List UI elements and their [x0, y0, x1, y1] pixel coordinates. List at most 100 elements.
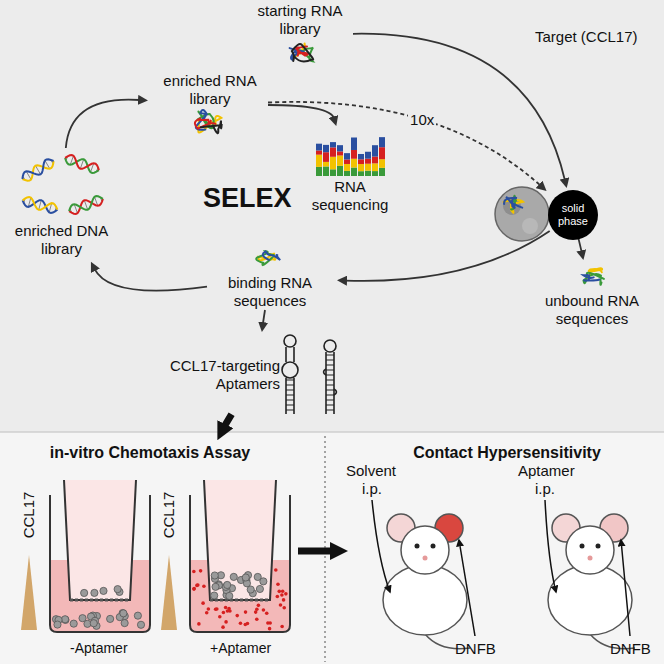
sequence-bar: [351, 159, 357, 168]
sequence-bar: [337, 145, 343, 151]
sequence-bar: [344, 164, 350, 171]
library-label: starting RNA library: [245, 2, 355, 68]
sequence-bar: [351, 150, 357, 159]
base-pair: [326, 405, 334, 406]
node-text: solid phase: [548, 202, 598, 228]
sequence-bar: [323, 166, 329, 176]
aptamer-dot: [262, 608, 266, 612]
mouse: [548, 514, 635, 649]
sequence-bar: [323, 145, 329, 152]
dna-helix: [20, 157, 56, 184]
cell: [120, 610, 127, 617]
sequence-bar: [344, 153, 350, 159]
injection-arrow: [372, 500, 390, 592]
cell: [91, 589, 98, 596]
aptamer-dot: [257, 604, 261, 608]
node-text: enriched DNA library: [4, 222, 119, 258]
rna-strand: [292, 44, 313, 61]
target-protein: [495, 187, 549, 241]
cell: [62, 616, 69, 623]
base-pair: [286, 385, 294, 386]
base-pairs: [286, 355, 334, 410]
sequence-bar: [379, 147, 385, 159]
rna-strand: [584, 273, 604, 285]
target-protein-lobe: [522, 218, 538, 234]
cell: [54, 621, 61, 628]
base-pair: [39, 200, 42, 210]
sequence-bar: [316, 167, 322, 176]
sequence-bar: [316, 150, 322, 154]
base-pair: [36, 166, 41, 175]
sequence-bar: [379, 159, 385, 168]
sequence-bar: [365, 171, 371, 176]
aptamer-dot: [276, 595, 280, 599]
base-pair: [326, 370, 334, 371]
sequence-bar: [372, 163, 378, 171]
cycle-arrow: [268, 105, 334, 118]
aptamer-dot: [279, 603, 283, 607]
aptamer-dot: [197, 622, 201, 626]
annotation: Aptamer: [518, 462, 575, 480]
sequence-bar: [337, 156, 343, 166]
cell: [70, 620, 77, 627]
sequence-bar: [337, 151, 343, 155]
dna-helix: [63, 153, 100, 175]
aptamer-dot: [222, 611, 226, 615]
sequence-bar: [358, 154, 364, 159]
cell: [211, 592, 218, 599]
annotation: i.p.: [535, 480, 555, 498]
base-pair: [326, 395, 334, 396]
cell: [247, 586, 254, 593]
base-pair: [326, 400, 334, 401]
aptamer-dot: [192, 570, 196, 574]
cycle-arrow: [353, 34, 565, 181]
aptamer-dot: [277, 590, 281, 594]
base-pair: [326, 375, 334, 376]
aptamer-dot: [215, 607, 219, 611]
aptamer-dot: [244, 610, 248, 614]
node-text: starting RNA library: [245, 2, 355, 38]
gradient-label: CCL17: [20, 492, 38, 539]
gradient-label: CCL17: [160, 492, 178, 539]
base-pair: [286, 405, 294, 406]
cycle-arrow: [578, 238, 581, 252]
cycle-arrow: [268, 102, 541, 186]
aptamer-dot: [201, 601, 205, 605]
application-arrow: [621, 540, 630, 636]
sequence-label: unbound RNA sequences: [530, 262, 654, 330]
mouse: [383, 514, 470, 649]
cell: [100, 587, 107, 594]
cell: [134, 612, 141, 619]
cycle-arrow: [263, 310, 265, 324]
aptamer-dot: [192, 587, 196, 591]
aptamer-dot: [218, 615, 222, 619]
sequence-bar: [316, 155, 322, 167]
aptamer-dot: [243, 623, 247, 627]
sequence-bar: [330, 147, 336, 156]
injection-arrow: [545, 500, 556, 592]
aptamer-dot: [268, 621, 272, 625]
sequence-bar: [337, 166, 343, 176]
transwell: [190, 480, 290, 632]
node-text: enriched RNA library: [150, 72, 270, 108]
sequence-bar: [330, 169, 336, 176]
sequence-bar: [379, 168, 385, 176]
base-pair: [326, 385, 334, 386]
base-pair: [326, 380, 334, 381]
cell: [61, 616, 68, 623]
base-pair: [80, 159, 83, 168]
ccl17-gradient: [21, 555, 37, 630]
sequence-bar: [323, 162, 329, 167]
cell: [260, 578, 267, 585]
aptamer-dot: [276, 583, 280, 587]
aptamer-dot: [280, 625, 284, 629]
cycle-arrow: [345, 231, 550, 281]
aptamer-dot: [282, 598, 286, 602]
rna-strand: [263, 251, 280, 260]
panel-heading: in-vitro Chemotaxis Assay: [0, 444, 300, 462]
cell: [230, 573, 237, 580]
cell: [114, 586, 121, 593]
sequence-bar: [344, 171, 350, 176]
aptamer-dot: [235, 614, 239, 618]
